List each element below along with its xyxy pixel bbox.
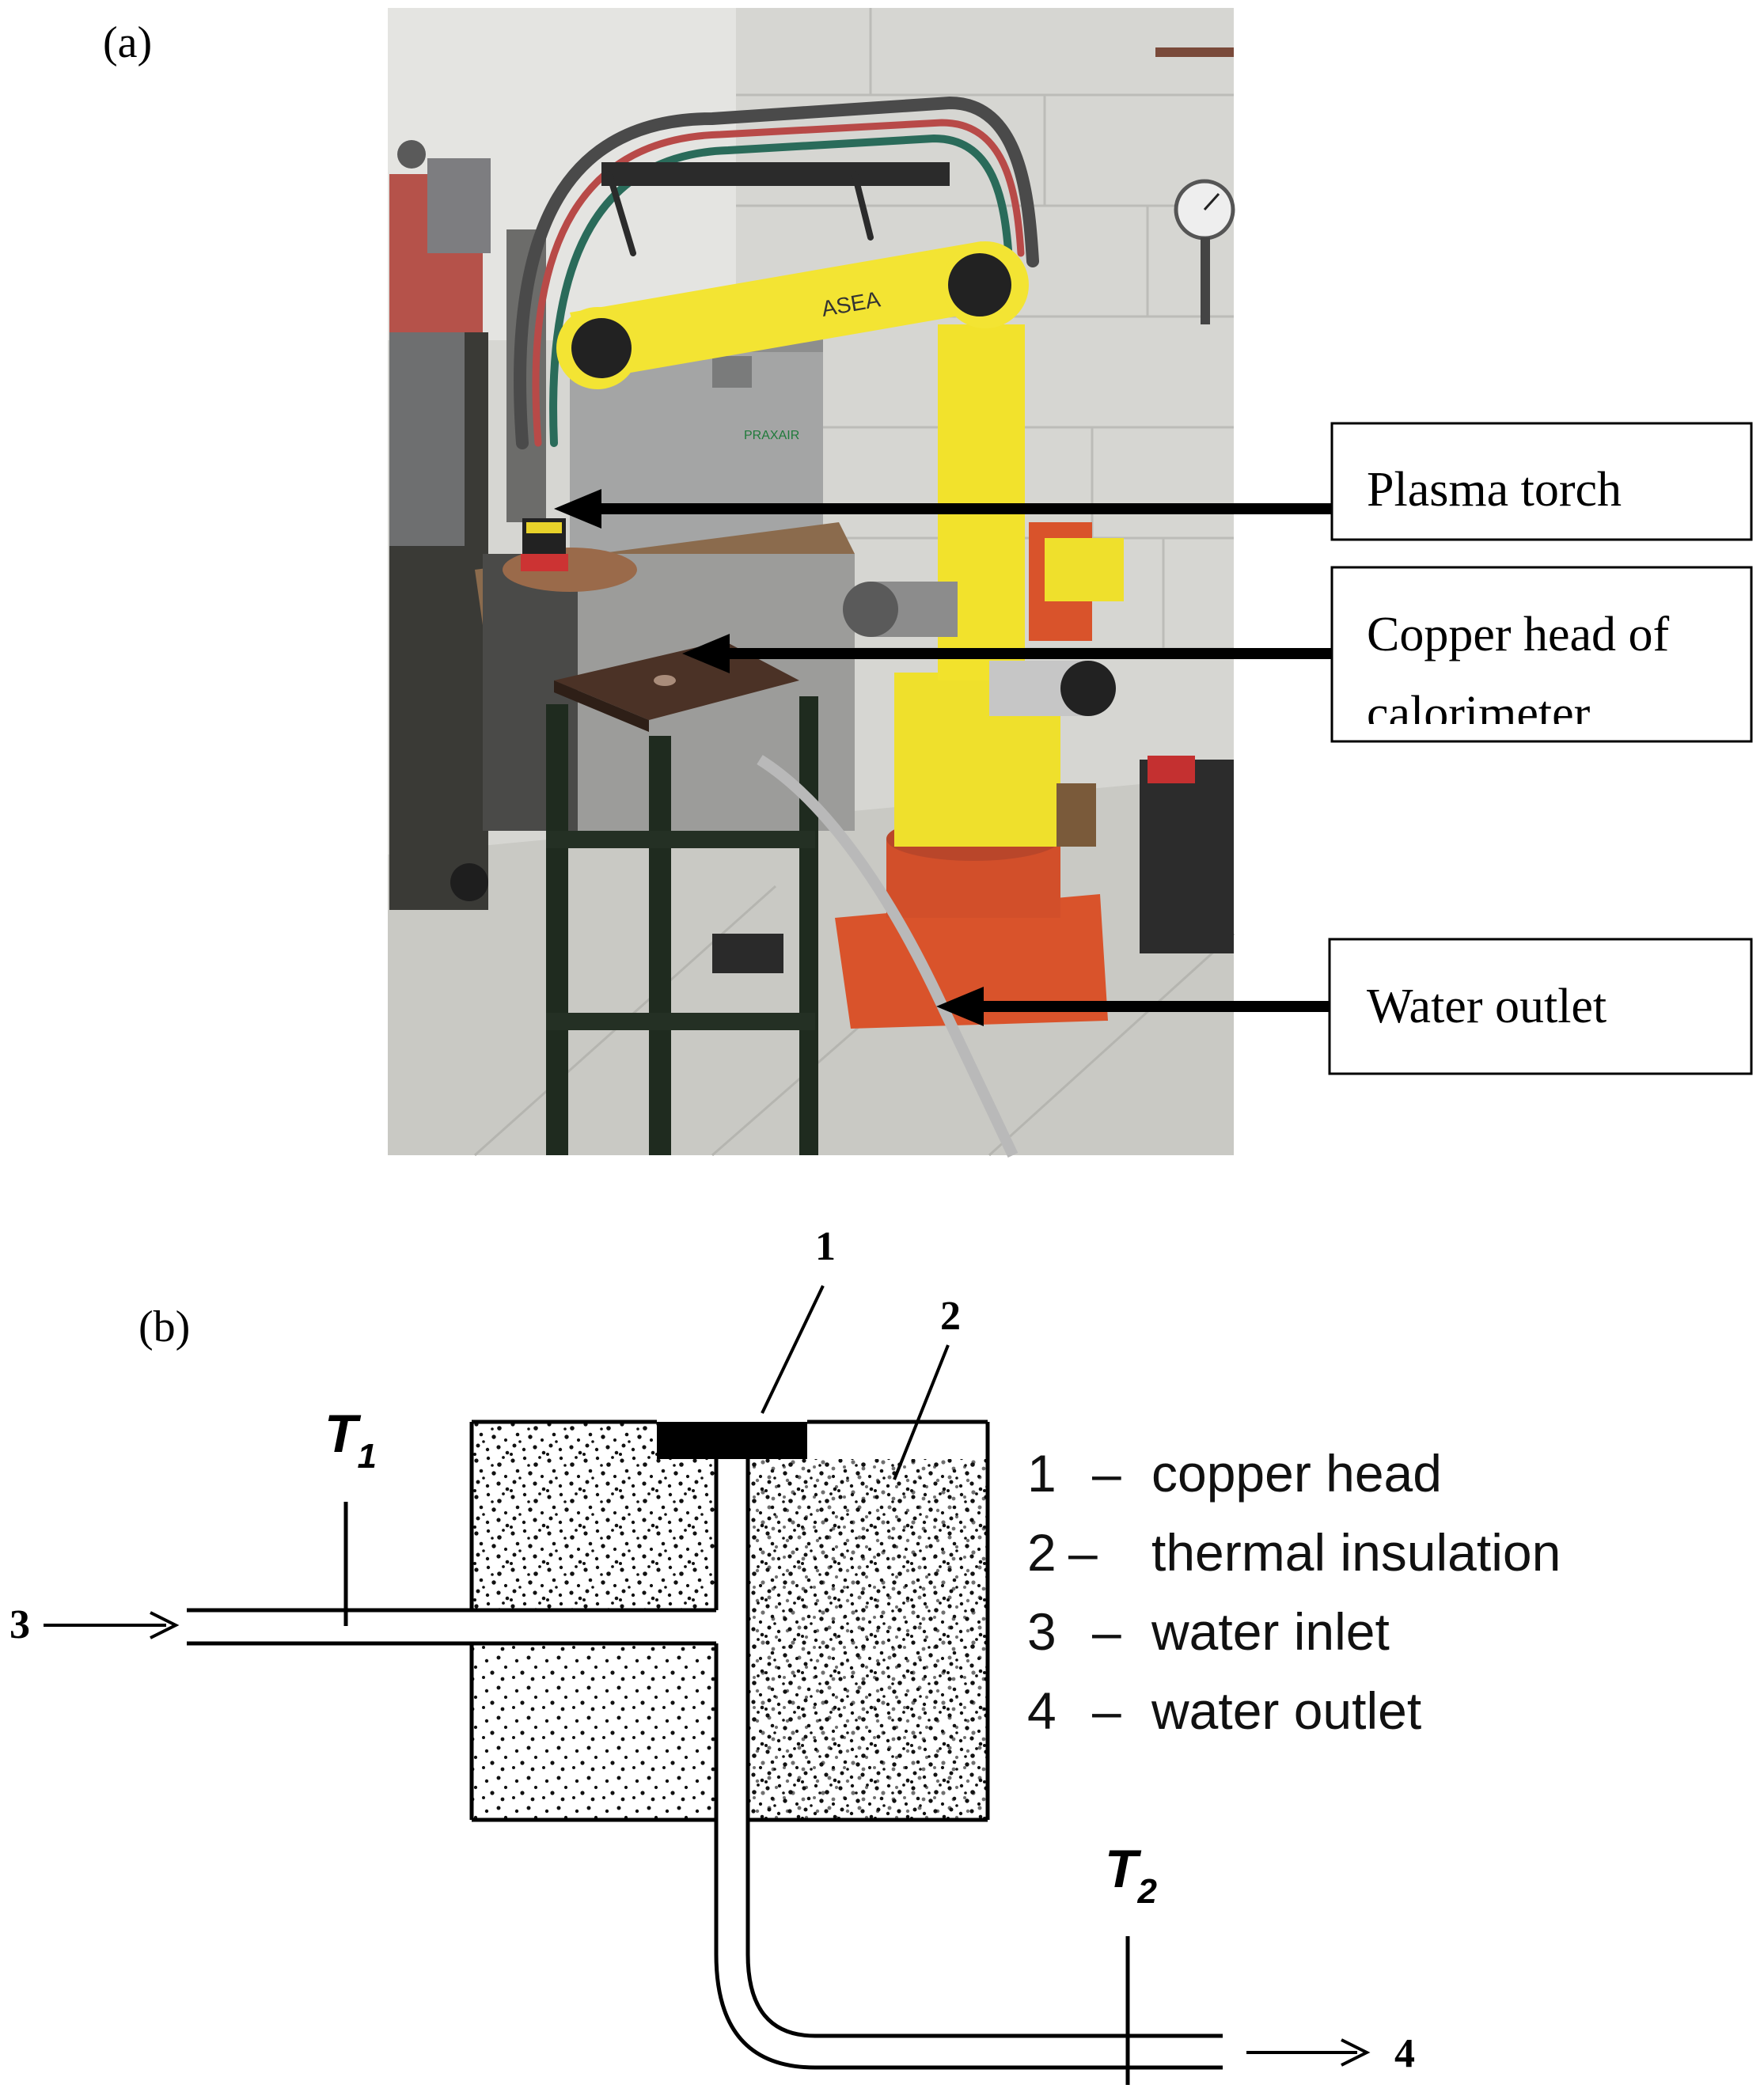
callout-plasma-torch-box bbox=[1330, 422, 1753, 541]
callout-plasma-torch-text: Plasma torch bbox=[1367, 463, 1622, 517]
callout-copper-head: Copper head of calorimeter bbox=[682, 566, 1753, 743]
photo-calorimeter-stand bbox=[546, 641, 1019, 1158]
photo-robot-arm: ASEA bbox=[556, 241, 1124, 1029]
leader-line-2 bbox=[893, 1344, 950, 1480]
callout-water-outlet: Water outlet bbox=[936, 938, 1753, 1075]
legend-item-1-text: copper head bbox=[1151, 1444, 1442, 1503]
marker-1: 1 bbox=[815, 1224, 836, 1269]
calorimeter-outline bbox=[187, 1419, 1223, 2070]
photo-pressure-gauge bbox=[1155, 47, 1235, 324]
sensor-t1-label: T1 bbox=[324, 1404, 377, 1476]
legend-item-2-dash: – bbox=[1068, 1523, 1098, 1582]
sensor-t2-subscript: 2 bbox=[1137, 1872, 1158, 1911]
photo-hoses bbox=[514, 96, 1039, 449]
sensor-t2: T2 bbox=[1105, 1839, 1158, 2085]
photo-toolbox bbox=[1140, 760, 1234, 953]
callout-copper-head-line1: Copper head of bbox=[1367, 608, 1670, 661]
arrow-water-outlet-head bbox=[936, 987, 984, 1026]
arrow-copper-head-head bbox=[682, 634, 730, 673]
sensor-t1-subscript: 1 bbox=[358, 1437, 377, 1476]
legend-item-1-dash: – bbox=[1092, 1444, 1121, 1503]
marker-4: 4 bbox=[1394, 2031, 1415, 2076]
legend-item-1: 1 – copper head bbox=[1027, 1444, 1442, 1503]
callout-plasma-torch: Plasma torch bbox=[554, 422, 1753, 541]
legend-item-4: 4 – water outlet bbox=[1027, 1681, 1421, 1740]
legend-item-3-dash: – bbox=[1092, 1602, 1121, 1661]
legend-item-4-text: water outlet bbox=[1151, 1681, 1421, 1740]
photo-torch-assembly bbox=[503, 229, 637, 592]
svg-text:PRAXAIR: PRAXAIR bbox=[744, 429, 799, 442]
legend-item-4-dash: – bbox=[1092, 1681, 1121, 1740]
legend-item-3: 3 – water inlet bbox=[1027, 1602, 1390, 1661]
thermal-insulation bbox=[472, 1422, 988, 1820]
legend-item-2: 2 – thermal insulation bbox=[1027, 1523, 1561, 1582]
legend-item-3-text: water inlet bbox=[1151, 1602, 1390, 1661]
callout-copper-head-line2: calorimeter bbox=[1367, 687, 1591, 741]
legend-item-2-num: 2 bbox=[1027, 1523, 1057, 1582]
outlet-arrow-head bbox=[1341, 2038, 1371, 2067]
sensor-t2-label: T2 bbox=[1105, 1839, 1158, 1911]
marker-3: 3 bbox=[9, 1602, 30, 1647]
panel-a-label: (a) bbox=[103, 18, 152, 67]
setup-photo: PRAXAIR bbox=[388, 8, 1235, 1158]
legend-item-3-num: 3 bbox=[1027, 1602, 1057, 1661]
legend: 1 – copper head 2 – thermal insulation 3… bbox=[1027, 1444, 1561, 1740]
arrow-plasma-torch-head bbox=[554, 489, 601, 529]
panel-b-label: (b) bbox=[138, 1302, 190, 1351]
photo-red-cylinder bbox=[389, 140, 491, 332]
panel-b: (b) bbox=[9, 1224, 1561, 2085]
sensor-t1: T1 bbox=[324, 1404, 377, 1626]
callout-water-outlet-text: Water outlet bbox=[1367, 980, 1607, 1033]
panel-a: (a) bbox=[103, 8, 1753, 1158]
legend-item-1-num: 1 bbox=[1027, 1444, 1057, 1503]
legend-item-2-text: thermal insulation bbox=[1151, 1523, 1561, 1582]
marker-2: 2 bbox=[940, 1294, 961, 1339]
callout-water-outlet-box bbox=[1328, 938, 1753, 1075]
insulation-lower-left bbox=[472, 1643, 716, 1820]
leader-line-1 bbox=[761, 1285, 825, 1414]
callout-copper-head-box bbox=[1330, 566, 1753, 743]
inlet-arrow-head bbox=[150, 1611, 180, 1639]
copper-head bbox=[657, 1422, 807, 1459]
legend-item-4-num: 4 bbox=[1027, 1681, 1057, 1740]
